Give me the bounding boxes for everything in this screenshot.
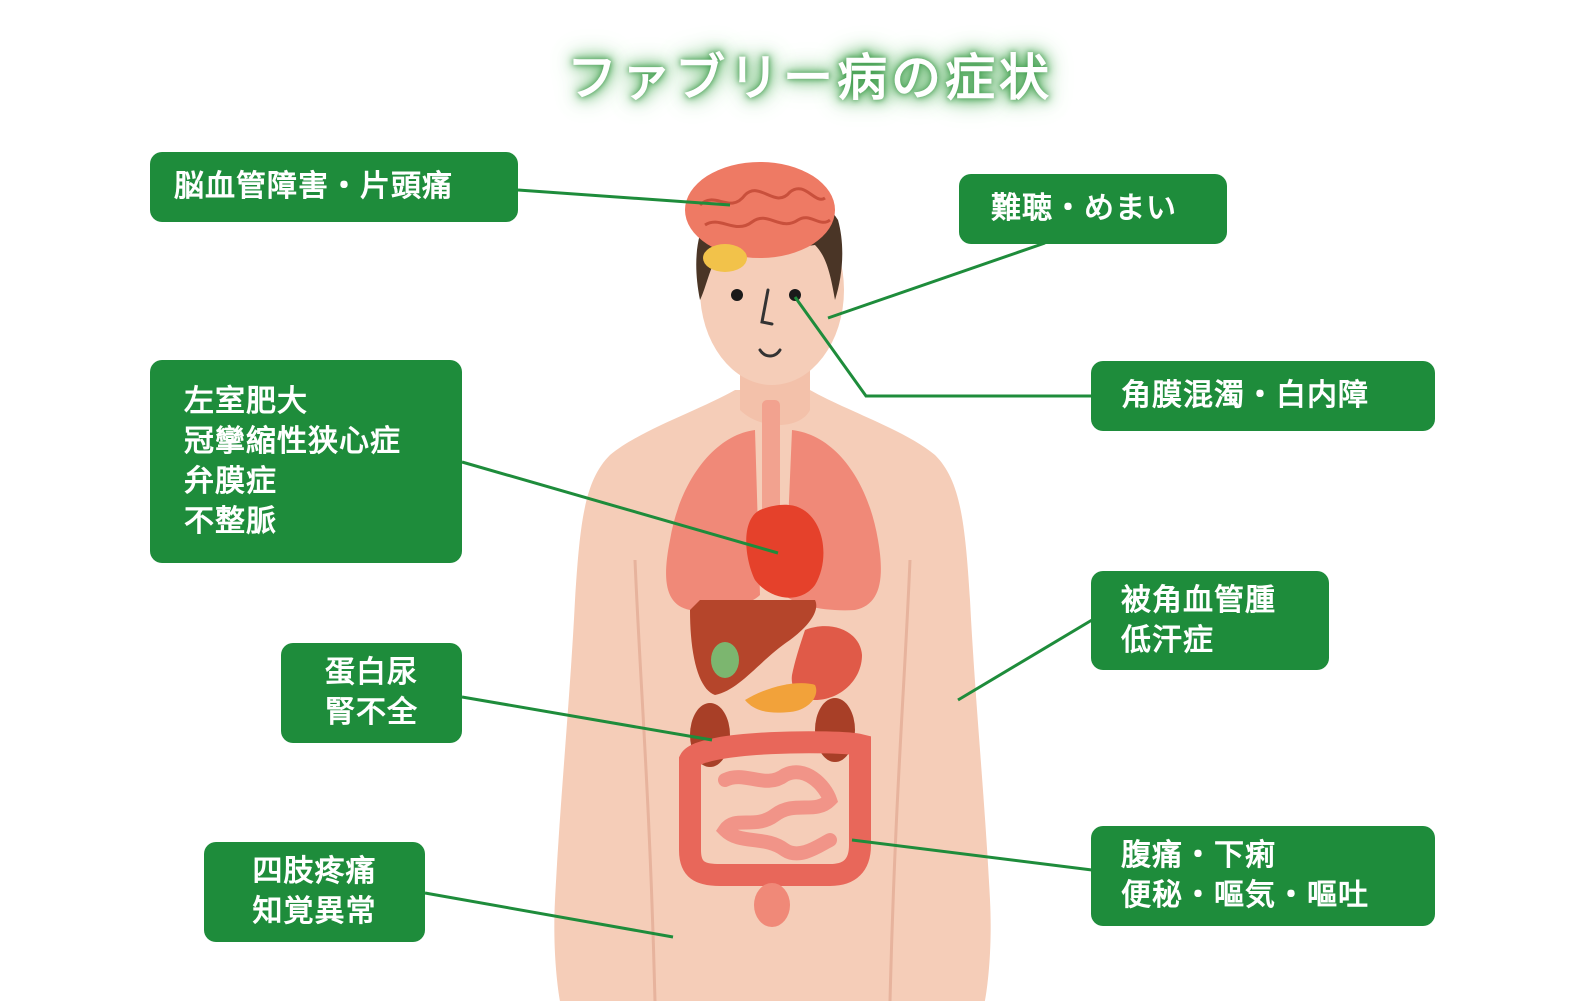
- heart: [746, 504, 824, 598]
- label-gut-line-1: 腹痛・下痢: [1121, 838, 1276, 873]
- lungs: [666, 430, 881, 611]
- label-heart-line-4: 不整脈: [184, 503, 277, 539]
- label-kidney-line-1: 蛋白尿: [325, 655, 418, 690]
- label-heart-line-2: 冠攣縮性狭心症: [184, 423, 401, 459]
- line-gut: [851, 838, 1093, 872]
- label-eye: 角膜混濁・白内障: [1091, 361, 1435, 431]
- stomach: [791, 626, 862, 700]
- label-limbs: 四肢疼痛 知覚異常: [204, 842, 425, 942]
- label-limbs-line-1: 四肢疼痛: [252, 854, 377, 889]
- label-brain: 脳血管障害・片頭痛: [150, 152, 518, 222]
- label-skin-line-1: 被角血管腫: [1121, 582, 1276, 618]
- nose: [760, 288, 774, 326]
- label-kidney: 蛋白尿 腎不全: [281, 643, 462, 743]
- label-skin-line-2: 低汗症: [1121, 622, 1214, 658]
- trachea: [762, 400, 780, 520]
- brain: [685, 162, 835, 258]
- label-heart-line-1: 左室肥大: [184, 383, 308, 419]
- label-kidney-line-2: 腎不全: [325, 695, 418, 730]
- label-limbs-line-2: 知覚異常: [252, 894, 377, 929]
- label-gut-line-2: 便秘・嘔気・嘔吐: [1121, 878, 1369, 913]
- right-eye: [789, 289, 801, 301]
- gallbladder: [711, 642, 739, 678]
- label-ear: 難聴・めまい: [959, 174, 1227, 244]
- label-skin: 被角血管腫 低汗症: [1091, 571, 1329, 670]
- label-ear-line-1: 難聴・めまい: [991, 191, 1177, 226]
- line-eye: [793, 296, 1092, 398]
- small-intestine: [715, 765, 839, 861]
- line-limbs: [424, 891, 674, 939]
- mouth: [758, 348, 782, 358]
- label-eye-line-1: 角膜混濁・白内障: [1121, 378, 1369, 413]
- line-heart: [461, 460, 779, 555]
- label-gut: 腹痛・下痢 便秘・嘔気・嘔吐: [1091, 826, 1435, 926]
- line-ear: [827, 241, 1046, 320]
- large-intestine: [679, 731, 871, 886]
- label-heart: 左室肥大 冠攣縮性狭心症 弁膜症 不整脈: [150, 360, 462, 563]
- line-skin: [957, 618, 1093, 702]
- bladder: [754, 883, 790, 927]
- page-title: ファブリー病の症状: [567, 49, 1053, 107]
- label-brain-line-1: 脳血管障害・片頭痛: [174, 169, 453, 204]
- leader-lines: [424, 188, 1093, 939]
- label-heart-line-3: 弁膜症: [184, 463, 277, 499]
- pancreas: [745, 683, 817, 713]
- left-eye: [731, 289, 743, 301]
- line-brain: [517, 188, 731, 207]
- line-kidney: [461, 695, 713, 742]
- cerebellum: [703, 244, 747, 272]
